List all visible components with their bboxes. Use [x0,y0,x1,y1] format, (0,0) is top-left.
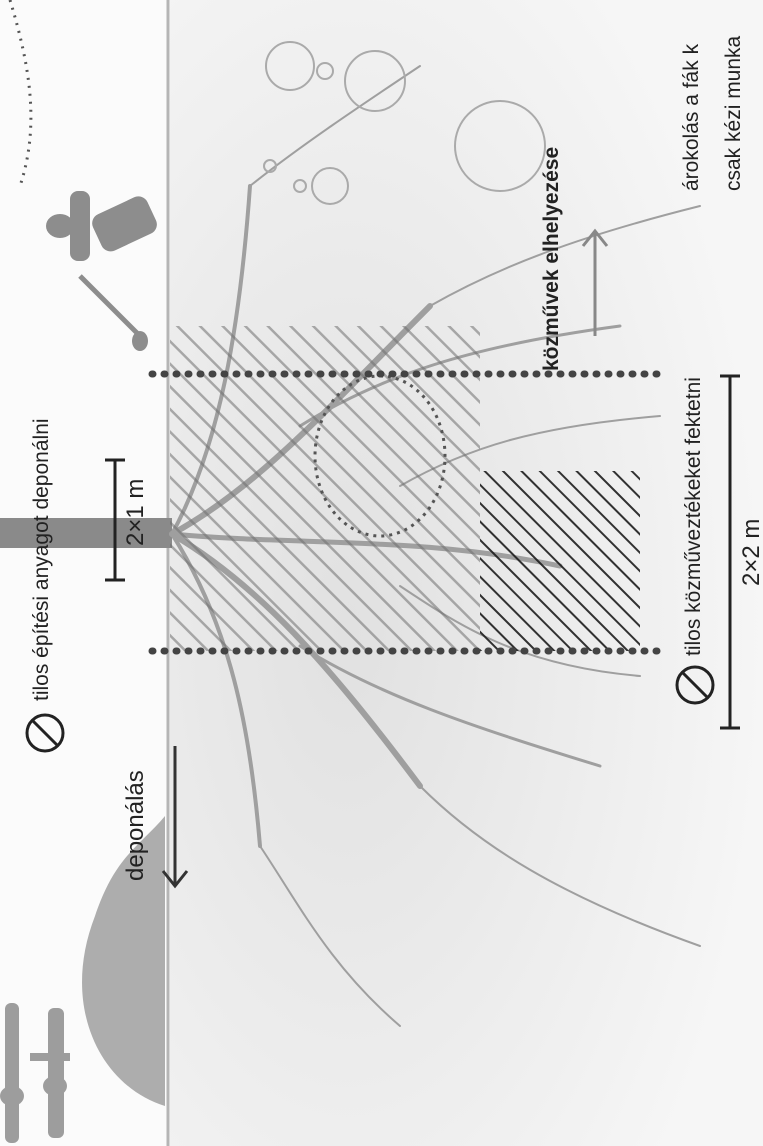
label-root-zone-width: 2×1 m [122,479,150,546]
prohibition-icon [27,715,63,751]
label-depositing: deponálás [122,770,150,881]
hatched-root-zone [170,326,480,651]
worker-silhouette [46,191,160,351]
hatched-utility-zone [480,471,640,651]
label-trenching-line2: csak kézi munka [722,36,746,191]
label-trenching-line1: árokolás a fák k [680,44,704,191]
label-no-utilities: tilos közműveztékeket fektetni [682,377,706,656]
dotted-curve [10,0,31,186]
people-silhouettes [0,1003,70,1143]
label-no-material-deposit: tilos építési anyagot deponálni [30,418,54,701]
label-trench-distance: 2×2 m [738,519,763,586]
label-utilities-placement: közművek elhelyezése [540,147,564,371]
